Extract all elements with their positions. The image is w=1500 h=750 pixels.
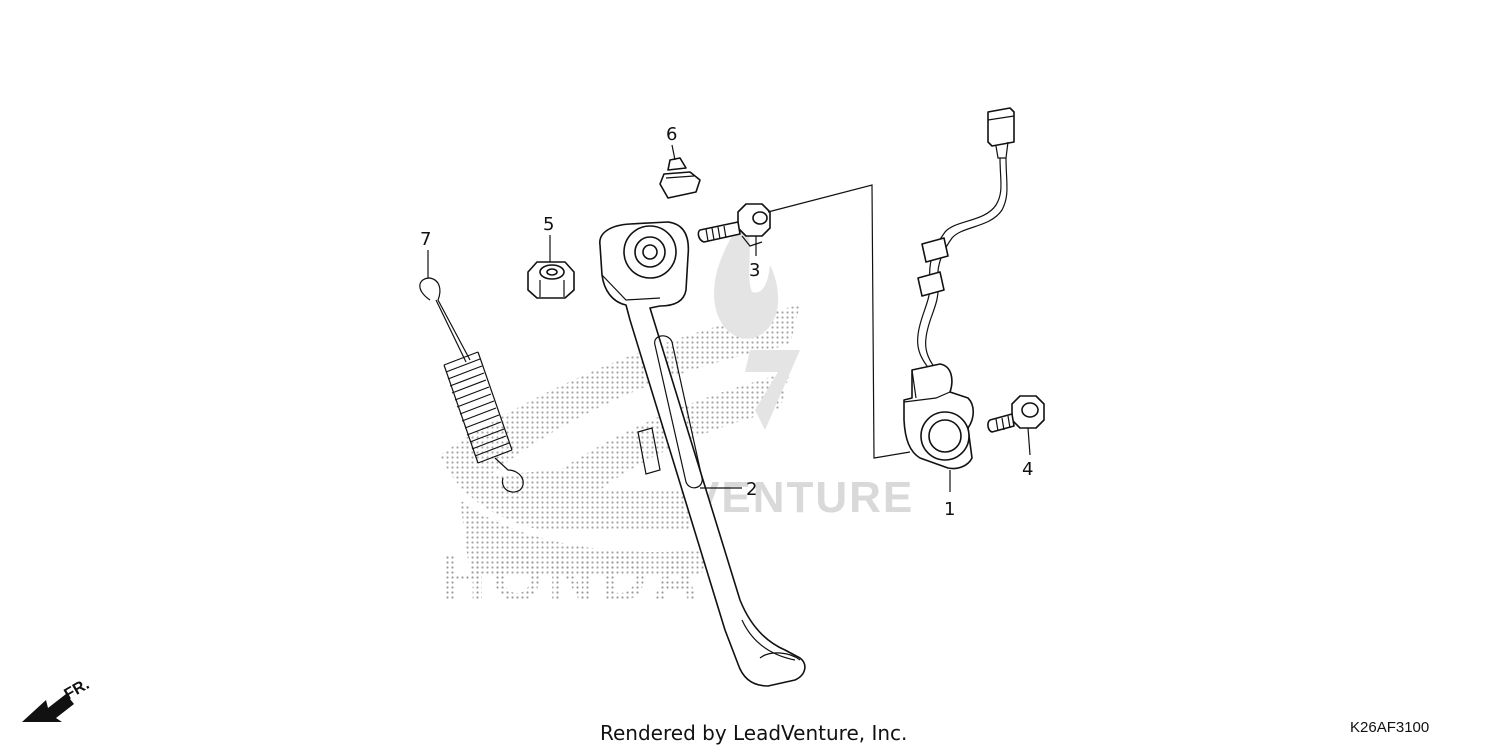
- callout-7: 7: [420, 229, 431, 250]
- part-7-side-stand-spring[interactable]: [419, 277, 524, 493]
- callout-3: 3: [749, 260, 760, 281]
- rendered-by-credit: Rendered by LeadVenture, Inc.: [600, 721, 907, 745]
- part-2-side-stand[interactable]: [599, 221, 806, 687]
- part-6-stand-rubber[interactable]: [659, 157, 701, 199]
- callout-5: 5: [543, 214, 554, 235]
- front-direction-arrow-icon: [22, 694, 74, 722]
- callout-6: 6: [666, 124, 677, 145]
- part-4-switch-bolt[interactable]: [987, 395, 1045, 433]
- part-3-pivot-bolt[interactable]: [697, 203, 771, 247]
- assembly-reference-line: [767, 184, 911, 459]
- leader-line-6: [671, 144, 676, 161]
- honda-watermark-text: HONDA: [440, 542, 705, 614]
- diagram-code: K26AF3100: [1350, 719, 1429, 736]
- leader-line-4: [1027, 427, 1031, 456]
- honda-wing-watermark: [440, 305, 800, 575]
- leadventure-watermark-text: VENTURE: [690, 473, 914, 522]
- part-1-side-stand-switch[interactable]: [903, 107, 1015, 470]
- callout-1: 1: [944, 499, 955, 520]
- callout-2: 2: [746, 479, 757, 500]
- part-5-collar[interactable]: [527, 261, 575, 299]
- leadventure-flame-watermark: [714, 215, 800, 430]
- callout-4: 4: [1022, 459, 1033, 480]
